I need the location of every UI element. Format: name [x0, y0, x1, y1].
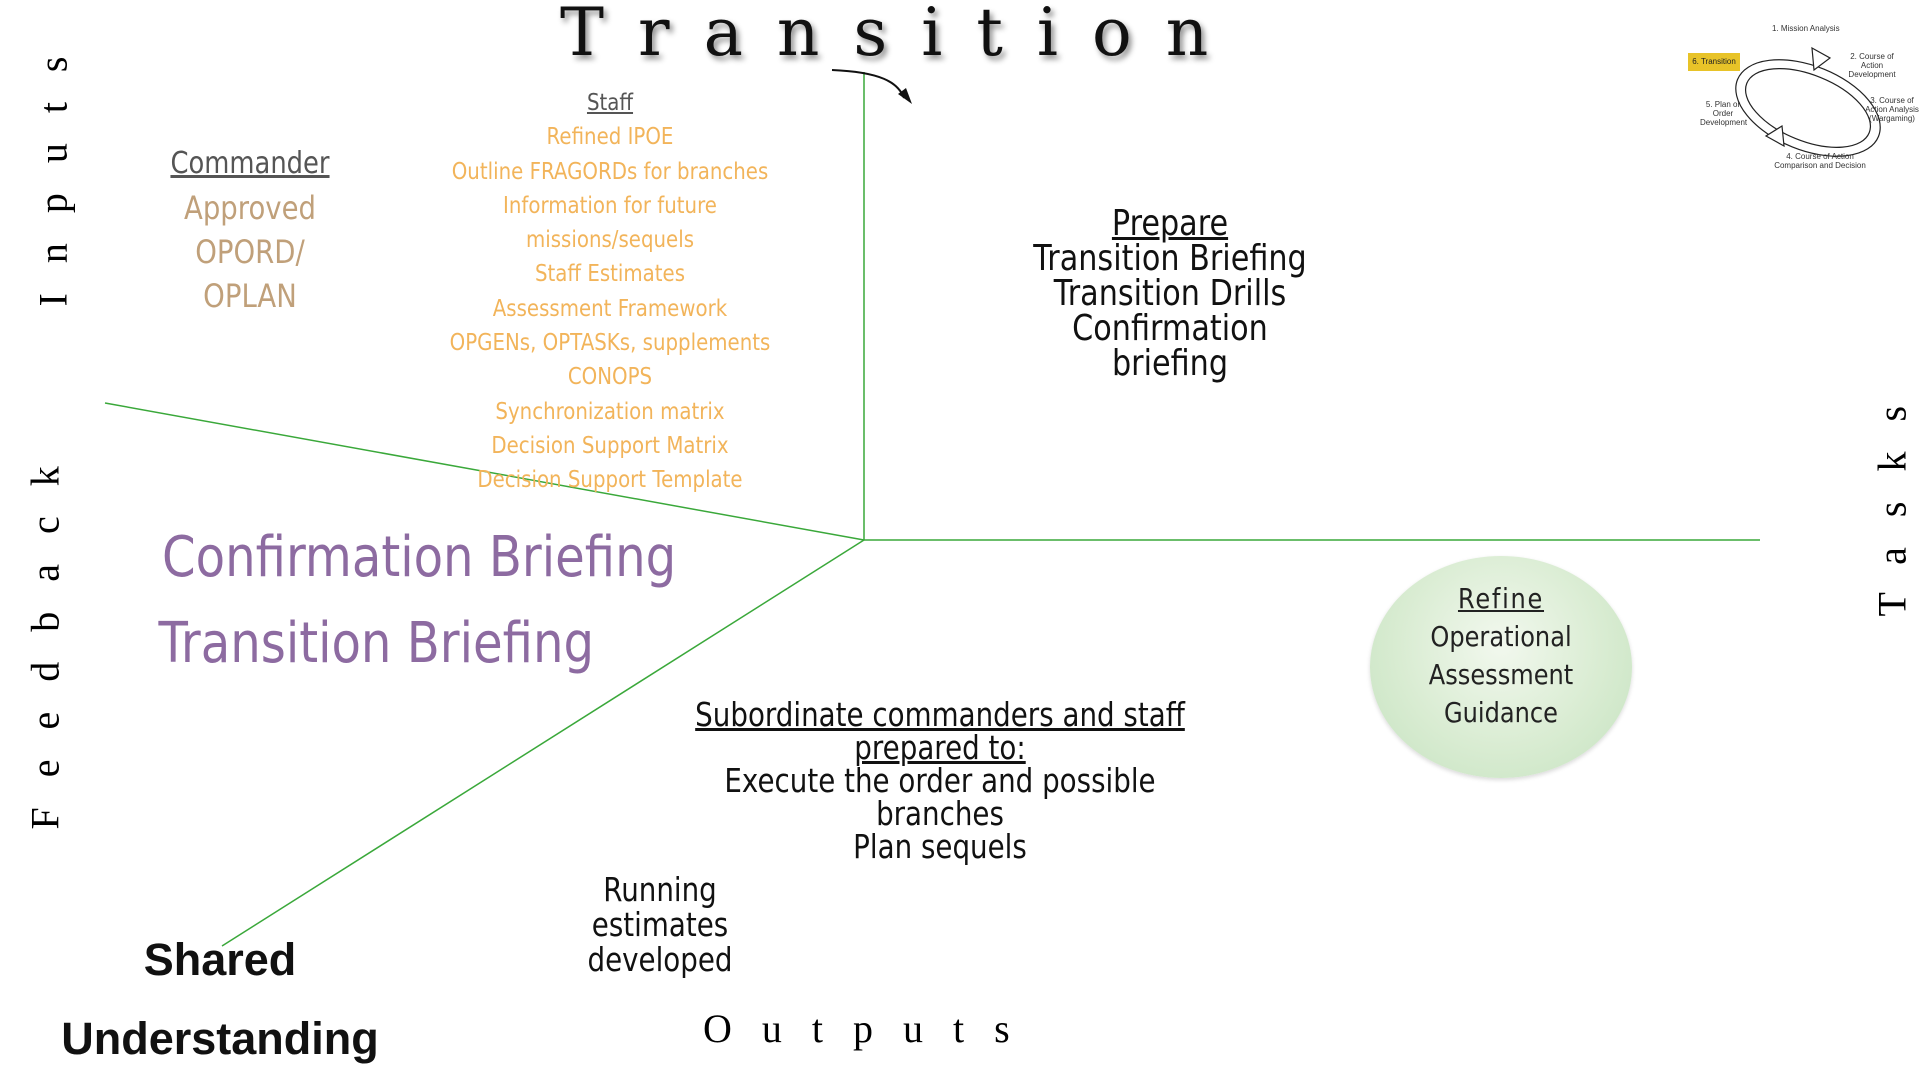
shared-understanding: Shared Understanding [50, 920, 390, 1078]
outputs-item: Plan sequels [853, 827, 1027, 866]
staff-item: Outline FRAGORDs for branches [451, 158, 769, 185]
refine-ellipse [1370, 556, 1632, 778]
staff-item: Synchronization matrix [495, 398, 725, 425]
prepare-item: Transition Briefing [1033, 238, 1307, 279]
prepare-item: Transition Drills [1053, 273, 1287, 314]
refine-item: Guidance [1444, 696, 1558, 729]
staff-item: Staff Estimates [534, 261, 686, 288]
cycle-step: 5. Plan or Order Development [1700, 100, 1748, 127]
title-arrow [831, 69, 905, 99]
running-line: developed [587, 940, 733, 979]
refine-item: Operational [1430, 620, 1572, 653]
axis-label-outputs: Outputs [703, 1006, 1040, 1051]
staff-item: CONOPS [567, 364, 653, 391]
staff-item: Assessment Framework [492, 295, 728, 322]
divider-feedback [104, 402, 865, 541]
feedback-item: Confirmation Briefing [162, 525, 677, 590]
commander-item: OPLAN [203, 277, 297, 315]
cycle-step: 4. Course of Action Comparison and Decis… [1774, 152, 1866, 170]
title-arrow-head [898, 88, 912, 104]
shared-line: Shared [143, 934, 297, 985]
cycle-step: 1. Mission Analysis [1772, 24, 1840, 33]
refine-item: Assessment [1428, 658, 1574, 691]
refine-tasks: Refine Operational Assessment Guidance [1388, 580, 1613, 732]
axis-label-inputs: Inputs [30, 26, 76, 307]
feedback-item: Transition Briefing [158, 611, 595, 676]
cycle-step-highlight: 6. Transition [1688, 53, 1740, 71]
prepare-tasks: Prepare Transition Briefing Transition D… [1019, 203, 1321, 384]
staff-inputs: Staff Refined IPOE Outline FRAGORDs for … [421, 86, 799, 498]
axis-label-tasks: Tasks [1869, 375, 1915, 617]
staff-item: Decision Support Template [477, 467, 743, 494]
outputs-item: Execute the order and possible branches [724, 761, 1156, 833]
staff-heading: Staff [586, 90, 634, 116]
cycle-arrows [1735, 46, 1881, 157]
cycle-step: 2. Course of Action Development [1848, 52, 1896, 79]
staff-item: Decision Support Matrix [491, 432, 729, 459]
page-title: Transition [560, 0, 1243, 71]
cycle-arrowhead [1764, 124, 1785, 148]
planning-cycle-diagram: 6. Transition 1. Mission Analysis 2. Cou… [1680, 18, 1920, 178]
staff-item: OPGENs, OPTASKs, supplements [449, 330, 771, 357]
staff-item: Information for future missions/sequels [503, 192, 717, 254]
feedback-items: Confirmation Briefing Transition Briefin… [158, 515, 677, 687]
commander-item: Approved OPORD/ [183, 189, 316, 271]
commander-heading: Commander [170, 146, 330, 181]
shared-line: Understanding [61, 1013, 379, 1064]
cycle-arrowhead [1811, 46, 1832, 72]
axis-label-feedback: Feedback [22, 436, 68, 830]
outputs-heading: Subordinate commanders and staff [695, 695, 1185, 734]
refine-heading: Refine [1457, 582, 1545, 615]
outputs-heading: prepared to: [854, 728, 1026, 767]
running-line: Running estimates [591, 870, 729, 944]
prepare-heading: Prepare [1111, 203, 1229, 244]
commander-inputs: Commander Approved OPORD/ OPLAN [130, 142, 371, 318]
divider-outputs [221, 539, 865, 947]
prepare-item: Confirmation briefing [1072, 308, 1268, 384]
outputs-running-estimates: Running estimates developed [534, 872, 786, 977]
outputs-prepared: Subordinate commanders and staff prepare… [680, 698, 1201, 863]
cycle-step: 3. Course of Action Analysis (Wargaming) [1865, 96, 1919, 123]
staff-item: Refined IPOE [546, 124, 674, 151]
